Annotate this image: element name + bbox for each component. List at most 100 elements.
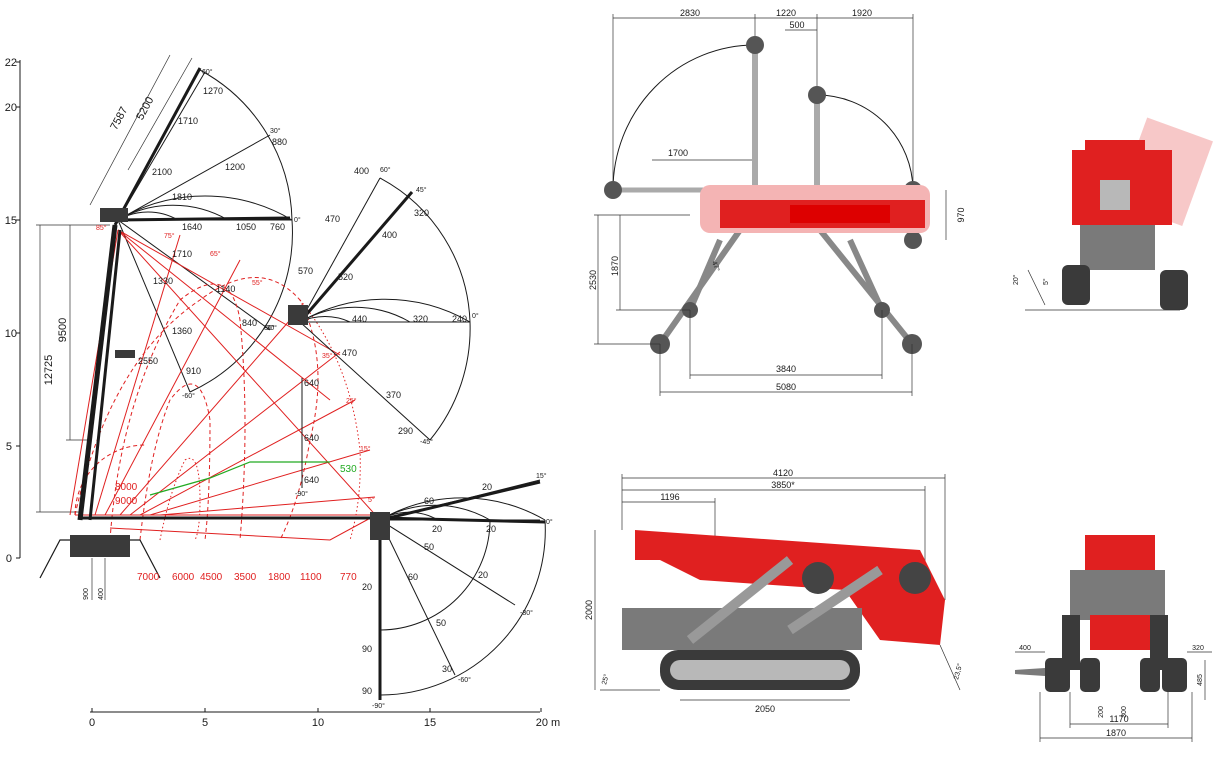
reach-7000: 7000 [137,572,160,583]
top-dim-2830: 2830 [680,8,700,18]
lower-angle-m90: -90° [372,702,385,710]
upper-load-1710a: 1710 [178,116,198,126]
front-dim-485: 485 [1197,674,1204,686]
mid-load-320a: 320 [414,208,429,218]
mid-load-520: 520 [338,272,353,282]
x-axis-ticks: 0 5 10 15 20 m [89,708,560,729]
side-view-chassis [622,608,862,650]
upper-load-910: 910 [186,366,201,376]
upper-arc-labels: 60° 30° 0° -60° -30° 1270 1710 880 2100 … [138,68,301,400]
y-tick-10: 10 [5,328,17,340]
front-dim-1170: 1170 [1109,714,1128,724]
y-tick-5: 5 [6,441,12,453]
red-angle-75: 75° [164,232,175,240]
mid-arc-labels: 60° 45° 0° -45° -90° 30° 400 320 470 400… [264,166,479,498]
side-dim-4120: 4120 [773,468,793,478]
top-arc-left [612,44,756,191]
mid-load-470a: 470 [325,214,340,224]
lower-load-60a: 60 [424,496,434,506]
red-angle-35: 35° [322,352,333,360]
upper-load-1360: 1360 [172,326,192,336]
lower-15deg-boom [379,480,541,522]
upper-load-1330: 1330 [153,276,173,286]
dim-9500: 9500 [57,318,69,342]
mid-load-640a: 640 [304,378,319,388]
upper-load-2550: 2550 [138,356,158,366]
upper-load-1710b: 1710 [172,249,192,259]
upper-load-2100: 2100 [152,167,172,177]
top-dim-3840: 3840 [776,364,796,374]
green-load-curve [149,461,330,496]
front-dim-200: 200 [1098,706,1105,718]
mid-angle-m90: -90° [295,490,308,498]
lower-angle-0: 0° [546,518,553,526]
mid-load-470b: 470 [342,348,357,358]
reach-6000: 6000 [172,572,195,583]
upper-load-760: 760 [270,222,285,232]
load-8000: 8000 [115,482,138,493]
y-tick-0: 0 [6,553,12,565]
top-arc-right [816,94,914,191]
reach-4500: 4500 [200,572,223,583]
rear-view-tilted: 20° 5° [1012,117,1213,311]
mid-load-240: 240 [452,314,467,324]
top-dim-970: 970 [956,207,966,222]
mid-angle-45: 45° [416,186,427,194]
upper-load-1270: 1270 [203,86,223,96]
red-angle-labels: 85° 75° 65° 55° 35° 25° 15° 5° [96,224,375,504]
mid-load-570: 570 [298,266,313,276]
y-tick-15: 15 [5,215,17,227]
lower-angle-m60: -60° [458,676,471,684]
base-crawler [70,535,130,557]
side-dim-3850: 3850* [771,480,795,490]
y-axis-ticks: 0 5 10 15 20 22 [5,57,20,565]
side-angle-25: 25° [600,673,611,685]
lower-load-50b: 50 [436,618,446,628]
lower-load-20d: 20 [478,570,488,580]
lower-basket [370,512,390,540]
lower-angle-15: 15° [536,472,547,480]
top-dim-2530: 2530 [588,270,598,290]
mid-load-370: 370 [386,390,401,400]
top-dim-5080: 5080 [776,382,796,392]
front-dim-320: 320 [1192,645,1204,652]
lower-load-90a: 90 [362,644,372,654]
horizontal-boom [119,216,291,222]
main-tower [77,224,118,521]
mid-boom [298,191,414,323]
front-dim-1870: 1870 [1106,728,1126,738]
pad [604,181,622,199]
lower-load-20c: 20 [486,524,496,534]
rear-angle-5: 5° [1042,278,1050,285]
lower-angle-m30: -30° [520,609,533,617]
top-dim-1220: 1220 [776,8,796,18]
red-angle-85: 85° [96,224,107,232]
upper-angle-30: 30° [270,127,281,135]
red-reach-labels: 7000 6000 4500 3500 1800 1100 770 8000 9… [115,482,357,583]
lower-load-20e: 20 [362,582,372,592]
upper-load-1140: 1140 [216,284,235,294]
mid-range-arcs [298,177,471,488]
upper-load-1810: 1810 [172,192,192,202]
mid-angle-m45: -45° [420,438,433,446]
top-view: 2830 1220 1920 500 1700 2530 [588,8,966,396]
upper-load-880: 880 [272,137,287,147]
reach-1100: 1100 [300,572,322,583]
dim-900: 900 [83,588,90,600]
x-tick-0: 0 [89,717,95,729]
dim-7587: 7587 [108,105,130,132]
side-dim-1196: 1196 [660,492,679,502]
mid-angle-30: 30° [264,324,275,332]
upper-angle-m60: -60° [182,392,195,400]
x-tick-10: 10 [312,717,324,729]
red-angle-65: 65° [210,250,221,258]
x-tick-20: 20 m [536,717,560,729]
working-range-diagram: 0 5 10 15 20 22 0 5 10 15 20 m 12725 [5,54,560,729]
mid-angle-0: 0° [472,312,479,320]
mid-basket [288,305,308,325]
dim-5200: 5200 [134,95,156,122]
lower-load-50a: 50 [424,542,434,552]
dim-400: 400 [98,588,105,600]
top-dim-500: 500 [789,20,804,30]
